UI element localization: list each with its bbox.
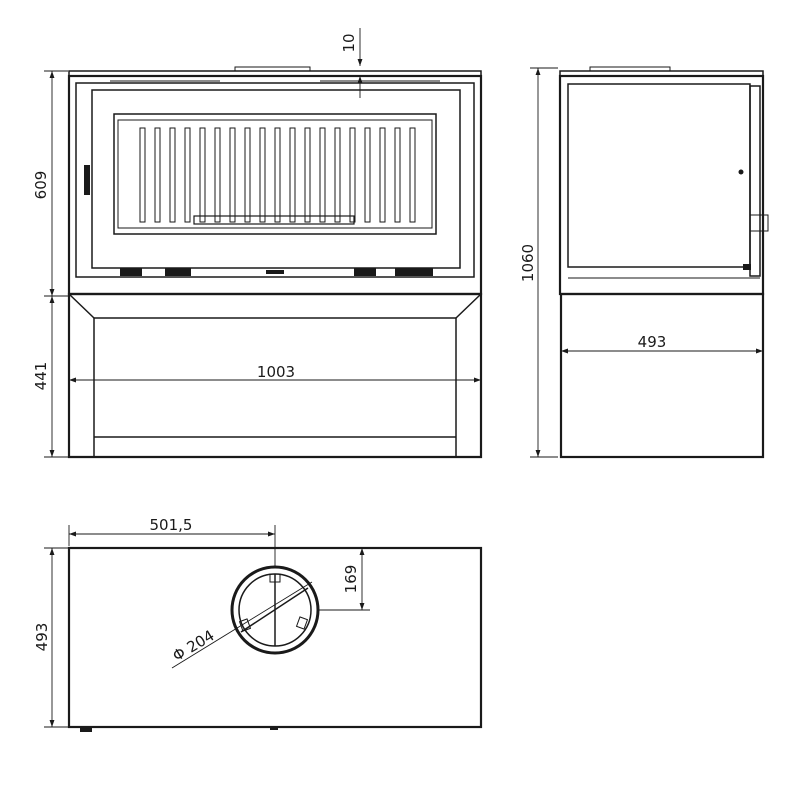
dim-1003-label: 1003 xyxy=(257,363,295,381)
grate-bar xyxy=(409,127,416,223)
grate-bar xyxy=(229,127,236,223)
dim-169-label: 169 xyxy=(342,565,360,594)
grate-bar xyxy=(304,127,311,223)
grate-bar xyxy=(364,127,371,223)
side-upper-body xyxy=(558,74,765,296)
side-base xyxy=(559,292,765,459)
grate-bar xyxy=(184,127,191,223)
front-view xyxy=(67,66,483,459)
front-door xyxy=(91,89,461,269)
front-top-flue-collar xyxy=(234,66,311,72)
grate-bar xyxy=(199,127,206,223)
grate-bar xyxy=(214,127,221,223)
front-foot-right xyxy=(395,268,433,276)
side-view xyxy=(558,66,769,459)
dim-501-5-label: 501,5 xyxy=(150,516,193,534)
front-dimensions: 609 441 1003 10 xyxy=(32,28,481,458)
dim-1060-label: 1060 xyxy=(519,244,537,282)
fire-grate-bars xyxy=(139,127,416,225)
dim-441-label: 441 xyxy=(32,362,50,391)
dim-493-plan-label: 493 xyxy=(33,623,51,652)
grate-bar xyxy=(274,127,281,223)
grate-bar xyxy=(334,127,341,223)
front-base xyxy=(67,292,483,459)
dim-diameter-label: Φ 204 xyxy=(169,626,217,665)
front-base-panel xyxy=(93,317,457,458)
grate-bar xyxy=(394,127,401,223)
plan-view xyxy=(67,546,483,732)
side-inner-panel xyxy=(567,83,751,268)
side-dimensions: 1060 493 xyxy=(519,67,763,458)
dim-493-side-label: 493 xyxy=(638,333,667,351)
grate-bar xyxy=(379,127,386,223)
grate-bar xyxy=(349,127,356,223)
side-door-profile xyxy=(749,85,761,277)
front-window xyxy=(113,113,437,235)
grate-bar xyxy=(169,127,176,223)
dim-609-label: 609 xyxy=(32,171,50,200)
grate-bar xyxy=(154,127,161,223)
grate-bar xyxy=(139,127,146,223)
dim-10-label: 10 xyxy=(340,33,358,52)
door-handle xyxy=(84,165,90,195)
grate-bar xyxy=(289,127,296,223)
grate-base xyxy=(193,215,355,225)
grate-bar xyxy=(319,127,326,223)
side-handle xyxy=(749,214,769,232)
front-foot-left xyxy=(120,268,142,276)
grate-bar xyxy=(259,127,266,223)
grate-bar xyxy=(244,127,251,223)
